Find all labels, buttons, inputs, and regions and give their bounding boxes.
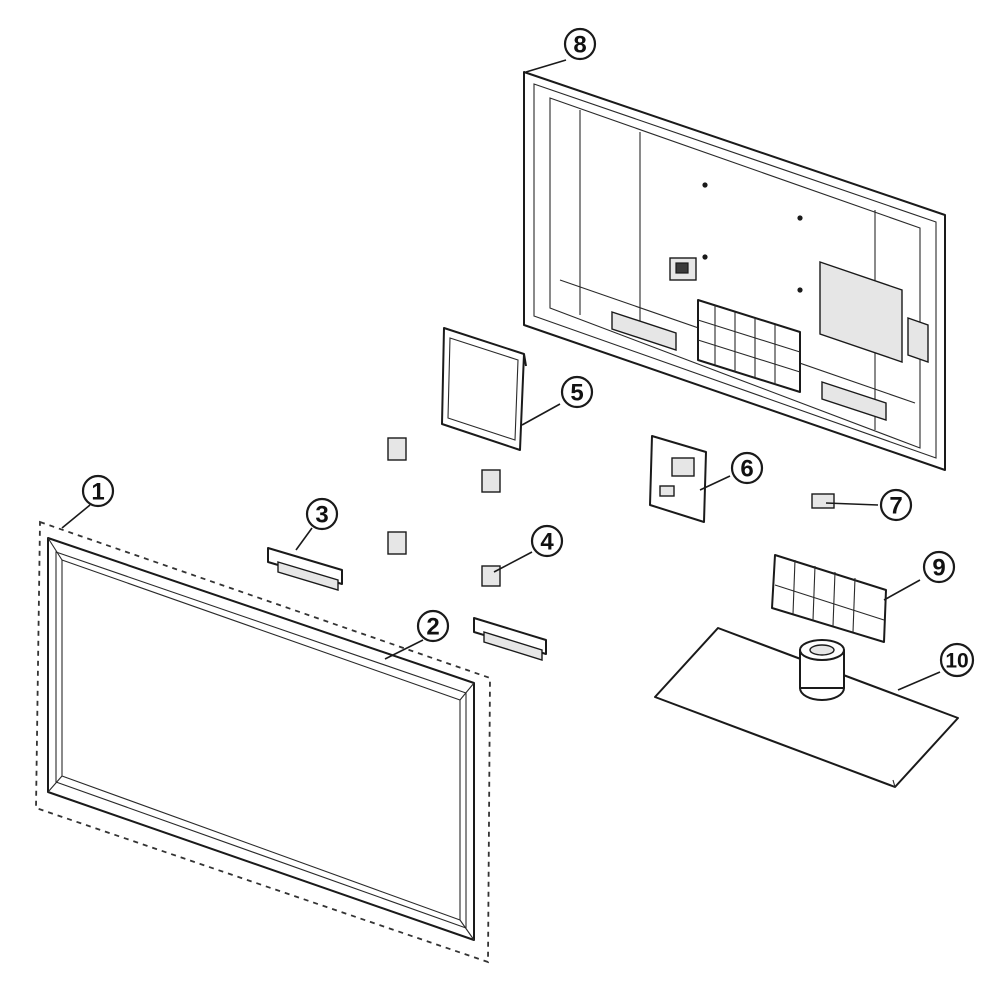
callout-10: 10 bbox=[939, 642, 975, 678]
callout-2-label: 2 bbox=[426, 614, 439, 641]
callout-5-label: 5 bbox=[570, 380, 583, 407]
main-board bbox=[649, 435, 707, 523]
stand-neck bbox=[771, 554, 887, 643]
front-panel-assembly bbox=[35, 520, 491, 964]
callout-4-label: 4 bbox=[540, 529, 554, 556]
clip-parts bbox=[387, 437, 501, 587]
panel-board bbox=[441, 327, 527, 451]
speaker-right bbox=[473, 617, 547, 661]
callout-9: 9 bbox=[922, 550, 956, 584]
callout-7-label: 7 bbox=[889, 493, 902, 520]
callout-1: 1 bbox=[81, 474, 115, 508]
stand-base bbox=[654, 627, 959, 788]
leader-lines bbox=[61, 59, 941, 691]
callout-8-label: 8 bbox=[573, 32, 586, 59]
callout-6-label: 6 bbox=[740, 456, 753, 483]
rear-cover bbox=[523, 71, 946, 471]
callout-1-label: 1 bbox=[91, 479, 104, 506]
callout-4: 4 bbox=[530, 524, 564, 558]
speaker-left bbox=[267, 547, 343, 591]
callout-8: 8 bbox=[563, 27, 597, 61]
callout-3: 3 bbox=[305, 497, 339, 531]
callout-10-label: 10 bbox=[945, 650, 968, 673]
callout-9-label: 9 bbox=[932, 555, 945, 582]
callout-3-label: 3 bbox=[315, 502, 328, 529]
callout-5: 5 bbox=[560, 375, 594, 409]
connector-part bbox=[811, 493, 835, 509]
callout-7: 7 bbox=[879, 488, 913, 522]
callout-6: 6 bbox=[730, 451, 764, 485]
callout-2: 2 bbox=[416, 609, 450, 643]
